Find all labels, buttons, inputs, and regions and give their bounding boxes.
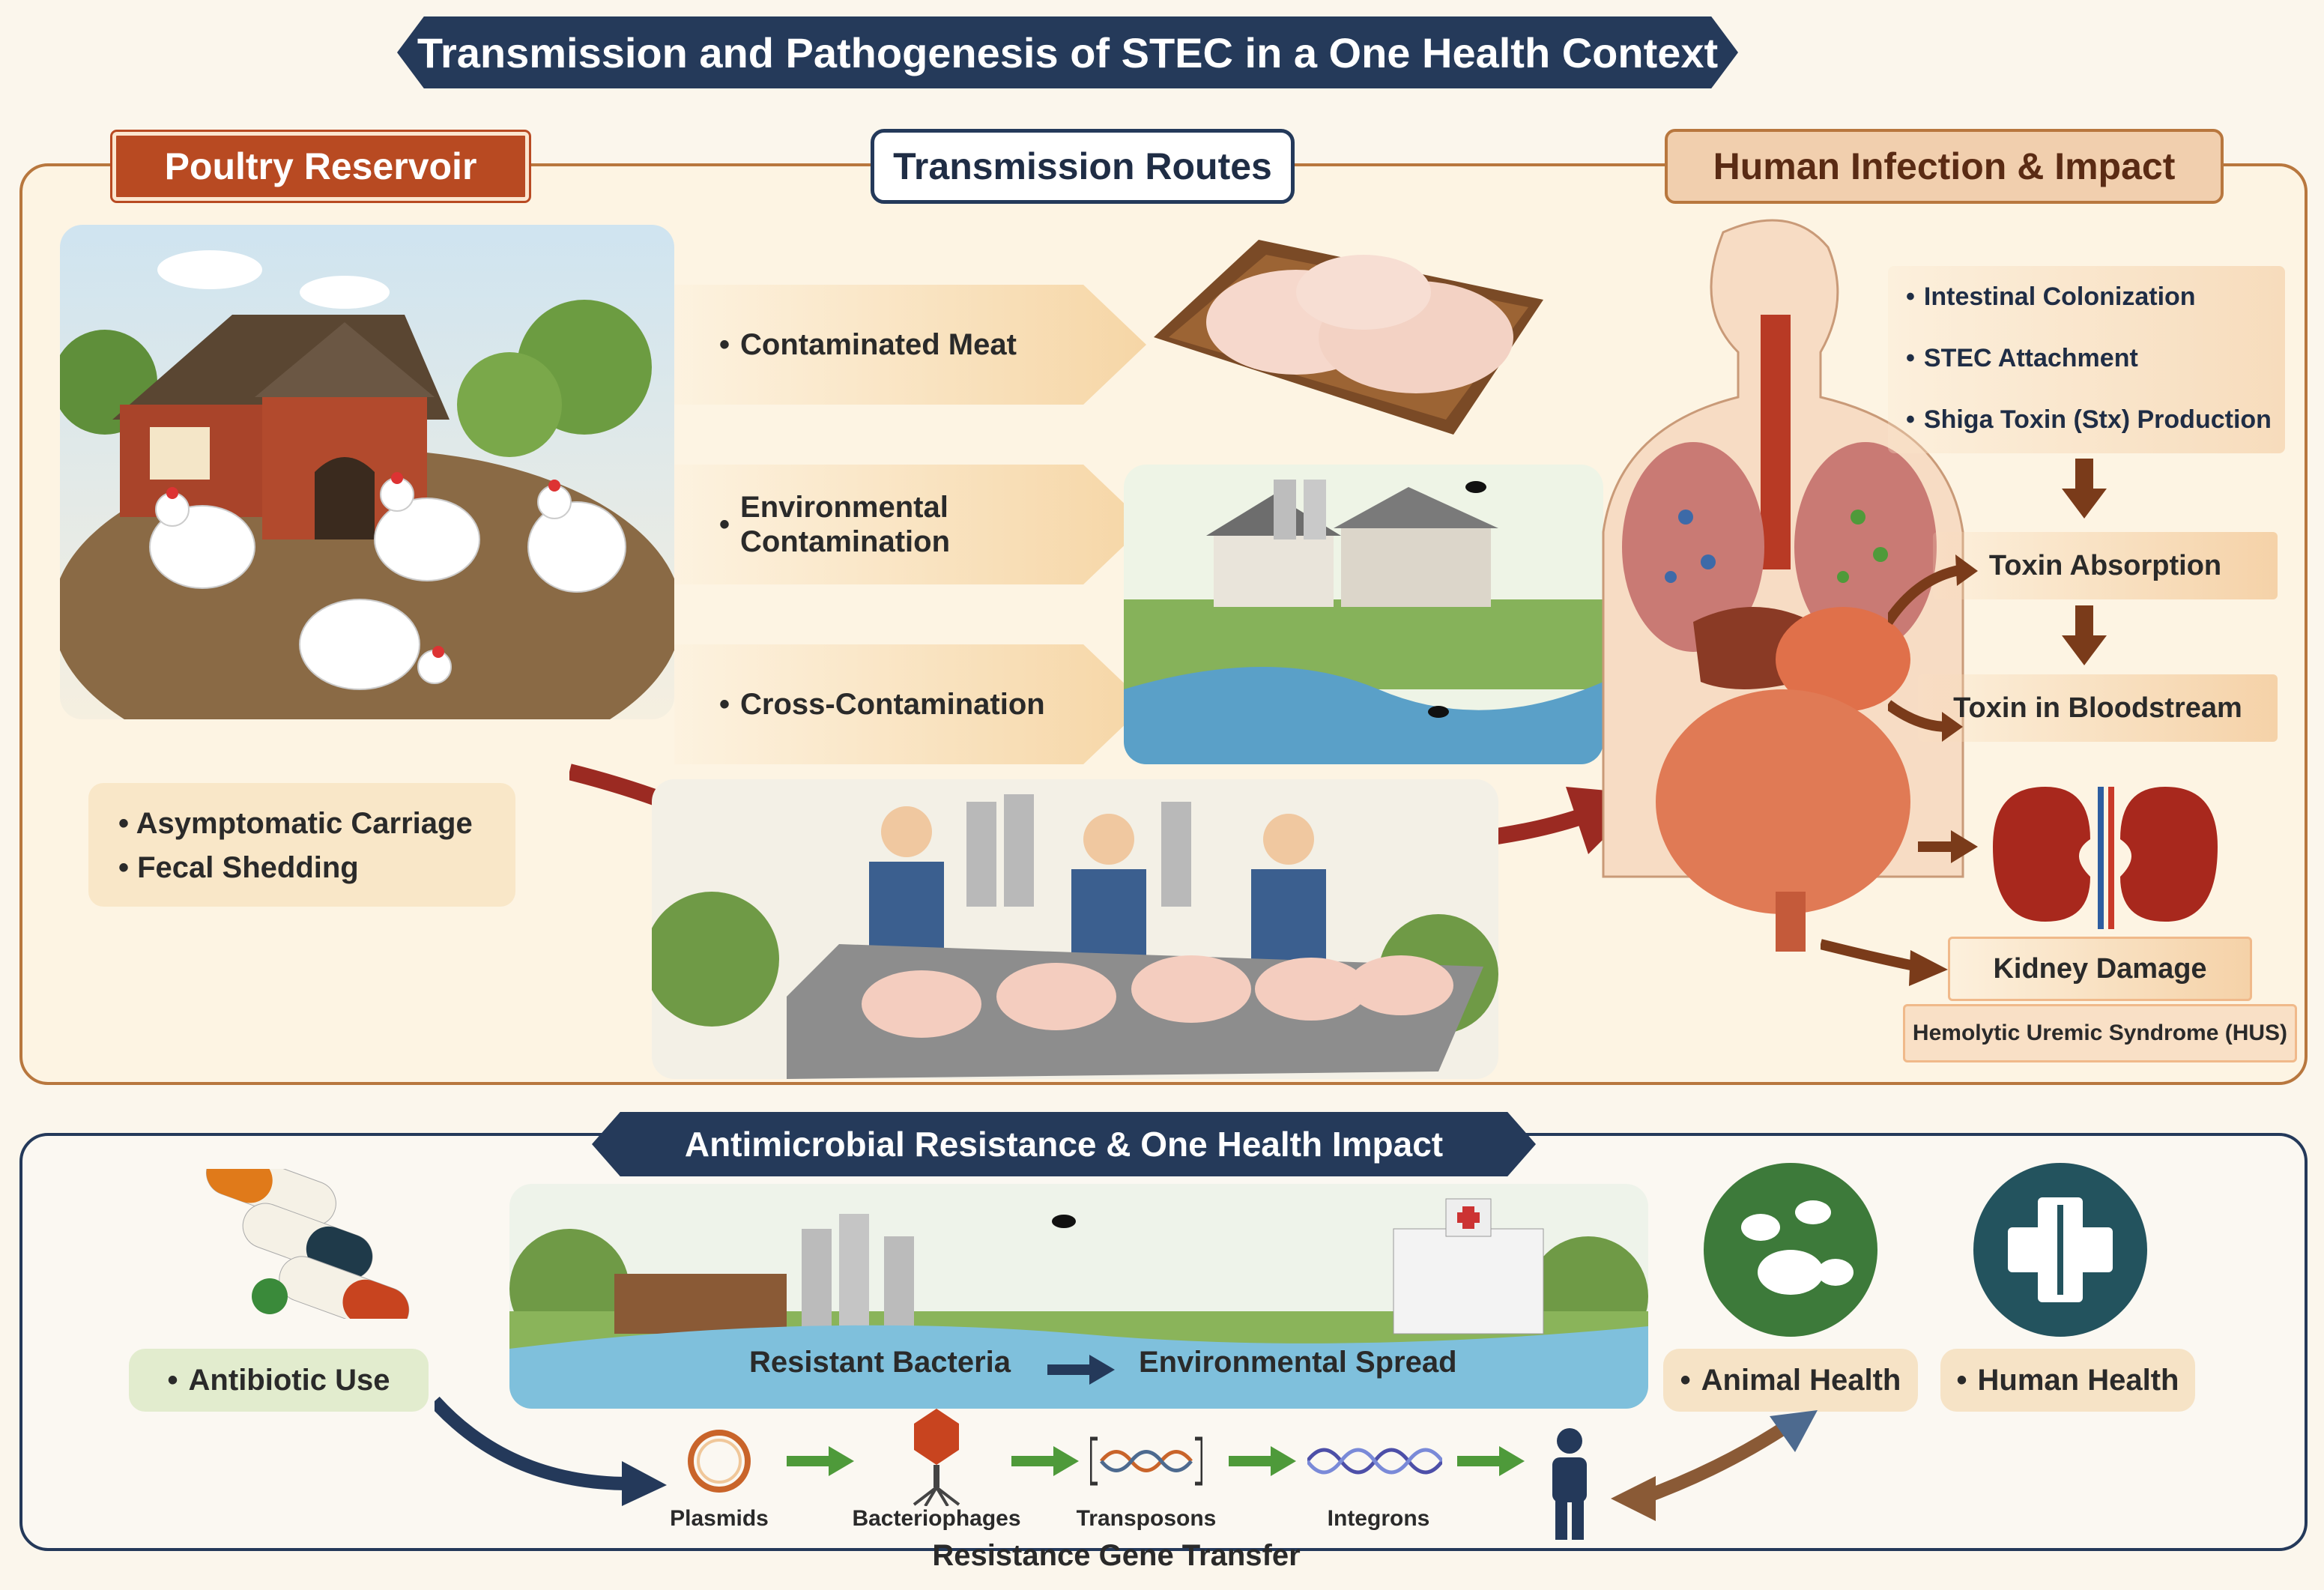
resistant-bacteria-label: Resistant Bacteria <box>749 1346 1011 1379</box>
factory-icon <box>614 1214 914 1334</box>
human-step-colonization: • Intestinal Colonization <box>1906 282 2196 311</box>
raw-chicken-icon <box>1139 210 1558 450</box>
fly-icon <box>1428 481 1486 718</box>
bacteriophage-icon <box>899 1409 974 1508</box>
arrow-to-kidney <box>1918 830 1978 863</box>
arrow-resistant-to-spread <box>1047 1355 1115 1385</box>
mechanism-plasmids: Plasmids <box>670 1506 769 1531</box>
poultry-reservoir-header: Poultry Reservoir <box>110 130 531 203</box>
down-arrow-2 <box>2062 605 2107 665</box>
main-title: Transmission and Pathogenesis of STEC in… <box>397 16 1738 88</box>
environment-scene <box>1124 465 1603 764</box>
integron-icon <box>1305 1439 1444 1484</box>
mechanism-transposons: Transposons <box>1076 1506 1217 1531</box>
hus-stage: Hemolytic Uremic Syndrome (HUS) <box>1903 1004 2297 1062</box>
barn-icon <box>112 315 450 539</box>
antibiotic-use-box: • Antibiotic Use <box>129 1349 429 1412</box>
arrow-to-absorption <box>1888 554 1978 625</box>
plasmid-icon <box>682 1424 757 1499</box>
transmission-routes-header: Transmission Routes <box>871 129 1295 204</box>
human-step-attachment: • STEC Attachment <box>1906 343 2138 372</box>
processing-scene <box>652 779 1498 1079</box>
kidney-icon <box>1978 772 2233 929</box>
caduceus-icon <box>1970 1160 2150 1340</box>
intestine-icon <box>1656 689 1910 914</box>
poultry-farm-scene <box>60 225 674 719</box>
down-arrow-1 <box>2062 459 2107 519</box>
toxin-bloodstream-stage: Toxin in Bloodstream <box>1918 674 2278 742</box>
route-cross-contamination: • Cross-Contamination <box>674 644 1146 764</box>
farm-icon <box>1206 480 1498 607</box>
human-steps-list: • Intestinal Colonization • STEC Attachm… <box>1888 266 2285 453</box>
poultry-point-shedding: • Fecal Shedding <box>118 851 359 884</box>
human-infection-header: Human Infection & Impact <box>1665 129 2224 204</box>
amr-header: Antimicrobial Resistance & One Health Im… <box>592 1112 1536 1176</box>
arrow-human-to-health <box>1611 1410 1818 1521</box>
environmental-spread-label: Environmental Spread <box>1139 1346 1457 1379</box>
route-contaminated-meat: • Contaminated Meat <box>674 285 1146 405</box>
pill-icon <box>165 1149 465 1333</box>
mechanism-integrons: Integrons <box>1327 1506 1430 1531</box>
green-arrow-1 <box>787 1446 854 1476</box>
toxin-absorption-stage: Toxin Absorption <box>1933 532 2278 599</box>
arrow-antibiotic-to-genes <box>435 1396 667 1506</box>
mechanism-bacteriophages: Bacteriophages <box>852 1506 1021 1531</box>
green-arrow-2 <box>1011 1446 1079 1476</box>
green-arrow-4 <box>1457 1446 1525 1476</box>
stomach-icon <box>1776 607 1910 712</box>
human-health-box: • Human Health <box>1940 1349 2195 1412</box>
poultry-points-box: • Asymptomatic Carriage • Fecal Shedding <box>88 783 515 907</box>
hospital-icon <box>1393 1198 1544 1334</box>
person-icon <box>1543 1427 1596 1540</box>
fly-icon <box>1052 1215 1076 1228</box>
transposon-icon <box>1088 1435 1205 1487</box>
arrow-to-bloodstream <box>1888 700 1963 742</box>
human-step-toxin-production: • Shiga Toxin (Stx) Production <box>1906 405 2272 434</box>
chicken-icon <box>149 477 626 690</box>
gene-transfer-label: Resistance Gene Transfer <box>932 1539 1301 1572</box>
arrow-to-kidney-damage <box>1821 939 1948 986</box>
animal-health-icon <box>1701 1160 1880 1340</box>
poultry-point-asymptomatic: • Asymptomatic Carriage <box>118 807 473 840</box>
animal-health-box: • Animal Health <box>1663 1349 1918 1412</box>
kidney-damage-stage: Kidney Damage <box>1948 937 2252 1001</box>
green-arrow-3 <box>1229 1446 1296 1476</box>
